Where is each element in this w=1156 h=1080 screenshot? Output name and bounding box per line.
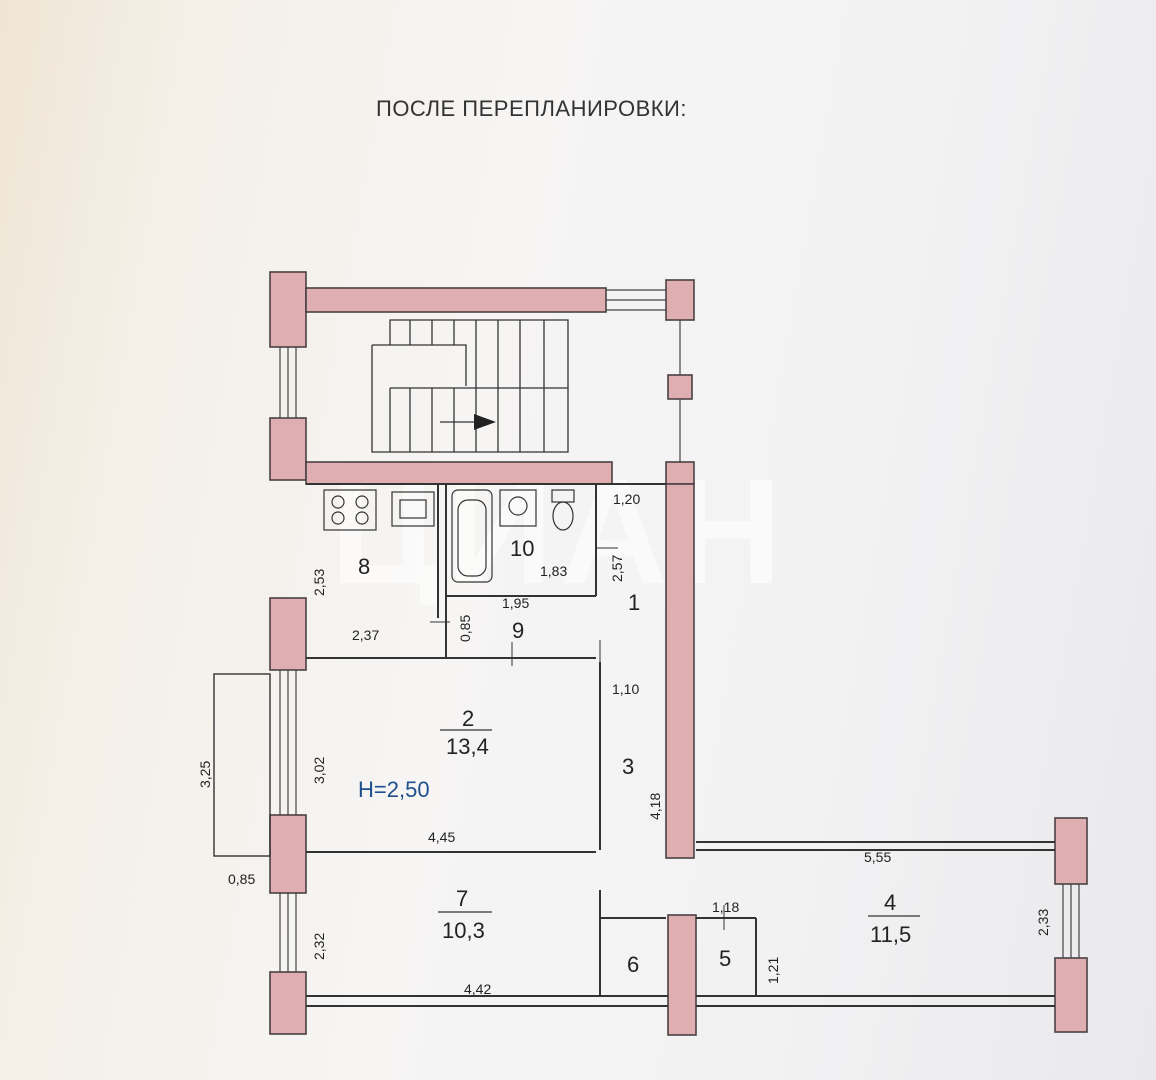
walls xyxy=(269,271,1088,1036)
ceiling-height: H=2,50 xyxy=(358,777,430,802)
room-2-number: 2 xyxy=(462,706,474,731)
fixtures xyxy=(323,489,575,583)
top-wall xyxy=(305,287,607,313)
dim-bath-height: 2,57 xyxy=(609,555,625,582)
dim-passage-width: 1,10 xyxy=(612,681,639,697)
room-10-number: 10 xyxy=(510,536,534,561)
sink-icon xyxy=(391,491,435,527)
bearing-wall xyxy=(667,914,697,1036)
stove-icon xyxy=(323,489,377,531)
left-wall-segment xyxy=(269,971,307,1035)
dimension-marks xyxy=(430,547,725,930)
dim-room4-height: 2,33 xyxy=(1035,909,1051,936)
room-4-number: 4 xyxy=(884,890,896,915)
staircase xyxy=(371,319,569,453)
dim-room2-height: 3,02 xyxy=(311,757,327,784)
room-8-number: 8 xyxy=(358,554,370,579)
room-4-area: 11,5 xyxy=(870,922,911,947)
stair-direction-arrow xyxy=(474,414,496,430)
dim-corridor-width: 1,95 xyxy=(502,595,529,611)
dim-room2-width: 4,45 xyxy=(428,829,455,845)
bearing-wall xyxy=(665,483,695,859)
dim-room5-width: 1,18 xyxy=(712,899,739,915)
washbasin-icon xyxy=(499,489,537,527)
right-wall-segment xyxy=(1054,817,1088,885)
bathtub-icon xyxy=(451,489,493,583)
toilet-icon xyxy=(551,489,575,503)
partitions xyxy=(306,483,1055,996)
right-wall-segment xyxy=(1054,957,1088,1033)
left-wall-segment xyxy=(269,597,307,671)
dim-bath-width: 1,83 xyxy=(540,563,567,579)
dim-corridor-length: 4,18 xyxy=(647,793,663,820)
bottom-walls xyxy=(306,995,1055,1007)
windows xyxy=(279,289,1080,972)
dim-balcony-length: 3,25 xyxy=(197,761,213,788)
stair-right-wall xyxy=(667,374,693,400)
dim-room7-height: 2,32 xyxy=(311,933,327,960)
dim-niche-depth: 0,85 xyxy=(457,615,473,642)
room-3-number: 3 xyxy=(622,754,634,779)
stair-apartment-wall xyxy=(305,461,613,485)
dim-kitchen-width: 2,37 xyxy=(352,627,379,643)
room-5-number: 5 xyxy=(719,946,731,971)
room-6-number: 6 xyxy=(627,952,639,977)
dim-room4-width: 5,55 xyxy=(864,849,891,865)
room-7-area: 10,3 xyxy=(442,918,485,943)
plan-heading: ПОСЛЕ ПЕРЕПЛАНИРОВКИ: xyxy=(376,96,687,121)
left-wall-segment xyxy=(269,271,307,348)
room-1-number: 1 xyxy=(628,590,640,615)
left-wall-segment xyxy=(269,814,307,894)
dim-room7-width: 4,42 xyxy=(464,981,491,997)
dim-room5-height: 1,21 xyxy=(765,957,781,984)
room-2-area: 13,4 xyxy=(446,734,489,759)
room-9-number: 9 xyxy=(512,618,524,643)
stair-treads xyxy=(409,320,545,452)
dim-kitchen-height: 2,53 xyxy=(311,569,327,596)
dim-hall-width: 1,20 xyxy=(613,491,640,507)
room-7-number: 7 xyxy=(456,886,468,911)
left-wall-segment xyxy=(269,417,307,481)
stair-right-wall xyxy=(665,461,695,485)
dim-balcony-depth: 0,85 xyxy=(228,871,255,887)
stair-right-wall xyxy=(665,279,695,321)
balcony xyxy=(213,673,271,857)
